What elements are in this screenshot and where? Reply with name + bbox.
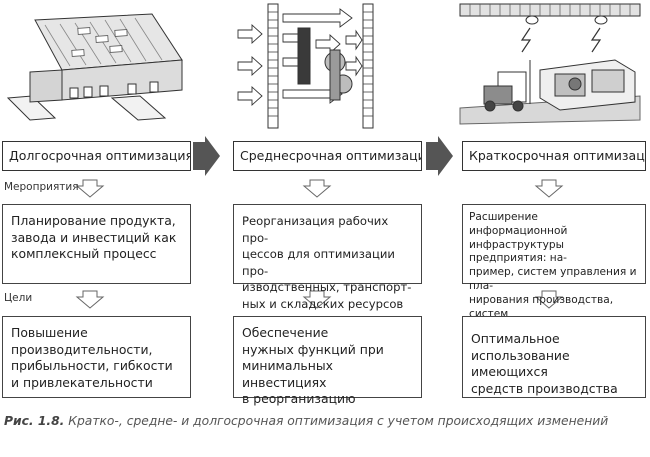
label-measures: Мероприятия: [4, 181, 79, 193]
measures-mid-term: Реорганизация рабочих про- цессов для оп…: [233, 204, 422, 311]
measures-long-term: Планирование продукта, завода и инвестиц…: [2, 204, 191, 284]
header-short-term: Краткосрочная оптимизация: [462, 141, 646, 171]
goal-short-term: Оптимальное использование имеющихся сред…: [462, 316, 646, 398]
caption-label: Рис. 1.8.: [4, 414, 65, 428]
header-mid-term: Среднесрочная оптимизация: [233, 141, 422, 171]
header-arrow-1: [193, 136, 220, 176]
header-arrow-2: [426, 136, 453, 176]
caption-text: Кратко-, средне- и долгосрочная оптимиза…: [68, 414, 609, 428]
measures-short-term: Расширение информационной инфраструктуры…: [462, 204, 646, 333]
goal-mid-term: Обеспечение нужных функций при минимальн…: [233, 316, 422, 406]
factory-building-illustration: [6, 13, 183, 121]
header-long-term: Долгосрочная оптимизация: [2, 141, 191, 171]
label-goals: Цели: [4, 292, 33, 304]
down-arrows: [75, 179, 564, 309]
figure-caption: Рис. 1.8. Кратко-, средне- и долгосрочна…: [4, 412, 644, 431]
factory-roof-lines: [44, 17, 163, 67]
goal-long-term: Повышение производительности, прибыльнос…: [2, 316, 191, 398]
process-reorganization-illustration: [237, 3, 374, 129]
factory-hall-illustration: [459, 3, 641, 125]
